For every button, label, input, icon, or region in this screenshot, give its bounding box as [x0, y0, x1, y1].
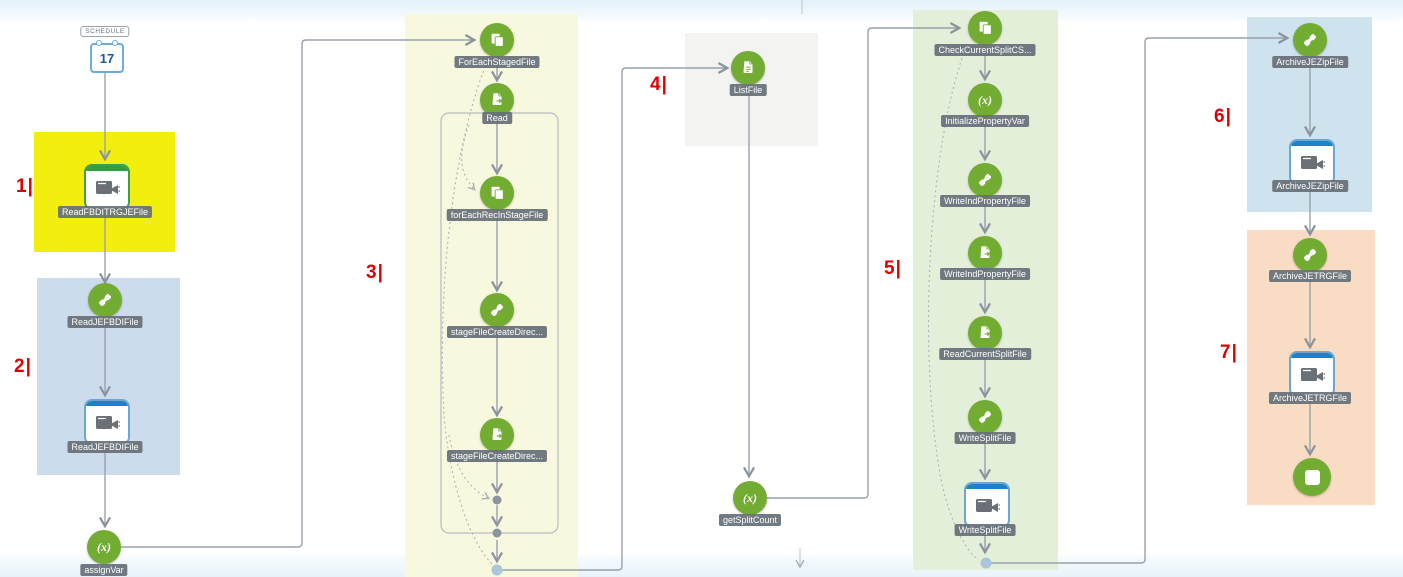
activity-label: stageFileCreateDirec... — [446, 450, 548, 462]
x-var-icon: (x) — [97, 539, 111, 554]
section-marker-2: 2| — [14, 356, 32, 377]
file-page-icon — [980, 326, 991, 338]
activity-writeSplitFile-script[interactable] — [968, 400, 1002, 434]
bandage-icon — [979, 174, 991, 186]
activity-label: ListFile — [729, 84, 767, 96]
activity-label: CheckCurrentSplitCS... — [934, 44, 1036, 56]
schedule-tooltip: SCHEDULE — [80, 26, 130, 37]
bandage-icon — [491, 304, 503, 316]
activity-archiveJETRGFile-subprocess[interactable] — [1289, 351, 1335, 397]
calendar-ring-icon — [112, 40, 118, 46]
activity-label: InitializePropertyVar — [941, 115, 1029, 127]
x-var-icon: (x) — [743, 490, 757, 505]
x-var-icon: (x) — [978, 92, 992, 107]
activity-stageFileCreateDirec-2[interactable] — [480, 418, 514, 452]
activity-archiveJETRGFile-script[interactable] — [1293, 238, 1327, 272]
calendar-ring-icon — [96, 40, 102, 46]
edge-stub-connectors — [795, 0, 805, 569]
section-marker-1: 1| — [16, 176, 34, 197]
call-process-icon — [976, 499, 1000, 512]
bandage-icon — [1304, 34, 1316, 46]
activity-label: ArchiveJEZipFile — [1272, 180, 1348, 192]
section-marker-3: 3| — [366, 262, 384, 283]
activity-label: forEachRecInStageFile — [446, 209, 548, 221]
activity-archiveJEZipFile-script[interactable] — [1293, 23, 1327, 57]
activity-read[interactable] — [480, 83, 514, 117]
activity-label: ReadJEFBDIFile — [67, 316, 143, 328]
activity-label: ArchiveJETRGFile — [1268, 270, 1352, 282]
end-activity-stop-square-icon[interactable] — [1293, 458, 1331, 496]
schedule-calendar-icon[interactable]: 17 — [90, 40, 124, 73]
activity-initializePropertyVar[interactable]: (x) — [968, 83, 1002, 117]
dotted-connectors — [441, 43, 978, 565]
activity-listFile[interactable] — [731, 51, 765, 85]
activity-label: WriteSplitFile — [954, 432, 1016, 444]
activity-getSplitCount[interactable]: (x) — [733, 481, 767, 515]
activity-label: ArchiveJEZipFile — [1272, 56, 1348, 68]
section-marker-5: 5| — [884, 258, 902, 279]
activity-writeSplitFile-subprocess[interactable] — [964, 482, 1010, 528]
copy-files-icon — [491, 186, 504, 200]
activity-assignVar[interactable]: (x) — [87, 530, 121, 564]
solid-connectors — [98, 21, 1317, 571]
bandage-icon — [979, 411, 991, 423]
activity-label: assignVar — [80, 564, 128, 576]
section-marker-4: 4| — [650, 74, 668, 95]
activity-label: getSplitCount — [718, 514, 782, 526]
copy-files-icon — [491, 33, 504, 47]
activity-readFBDITRGJEFile[interactable] — [84, 164, 130, 210]
activity-checkCurrentSplitCS[interactable] — [968, 11, 1002, 45]
activity-label: stageFileCreateDirec... — [446, 326, 548, 338]
call-process-icon — [1301, 368, 1325, 381]
call-process-icon — [96, 181, 120, 194]
file-page-icon — [492, 93, 503, 105]
file-page-icon — [492, 428, 503, 440]
activity-label: ReadJEFBDIFile — [67, 441, 143, 453]
activity-writeIndPropertyFile-2[interactable] — [968, 236, 1002, 270]
activity-forEachStagedFile[interactable] — [480, 23, 514, 57]
file-page-icon — [980, 246, 991, 258]
file-page-icon — [743, 61, 753, 73]
section-marker-7: 7| — [1220, 342, 1238, 363]
activity-readJEFBDIFile-subprocess[interactable] — [84, 399, 130, 445]
activity-label: WriteSplitFile — [954, 524, 1016, 536]
activity-label: ForEachStagedFile — [454, 56, 540, 68]
section-marker-6: 6| — [1214, 106, 1232, 127]
activity-readCurrentSplitFile[interactable] — [968, 316, 1002, 350]
junction-dots — [491, 495, 992, 576]
schedule-day: 17 — [99, 50, 115, 66]
activity-readJEFBDIFile-script[interactable] — [88, 283, 122, 317]
bandage-icon — [99, 294, 111, 306]
activity-label: ReadCurrentSplitFile — [939, 348, 1031, 360]
activity-label: Read — [482, 112, 512, 124]
activity-label: ReadFBDITRGJEFile — [57, 206, 153, 218]
bandage-icon — [1304, 249, 1316, 261]
activity-forEachRecInStageFile[interactable] — [480, 176, 514, 210]
activity-label: WriteIndPropertyFile — [940, 268, 1030, 280]
activity-writeIndPropertyFile-1[interactable] — [968, 163, 1002, 197]
activity-stageFileCreateDirec-1[interactable] — [480, 293, 514, 327]
activity-label: WriteIndPropertyFile — [940, 195, 1030, 207]
activity-archiveJEZipFile-subprocess[interactable] — [1289, 139, 1335, 185]
activity-label: ArchiveJETRGFile — [1268, 392, 1352, 404]
call-process-icon — [96, 416, 120, 429]
copy-files-icon — [979, 21, 992, 35]
call-process-icon — [1301, 156, 1325, 169]
